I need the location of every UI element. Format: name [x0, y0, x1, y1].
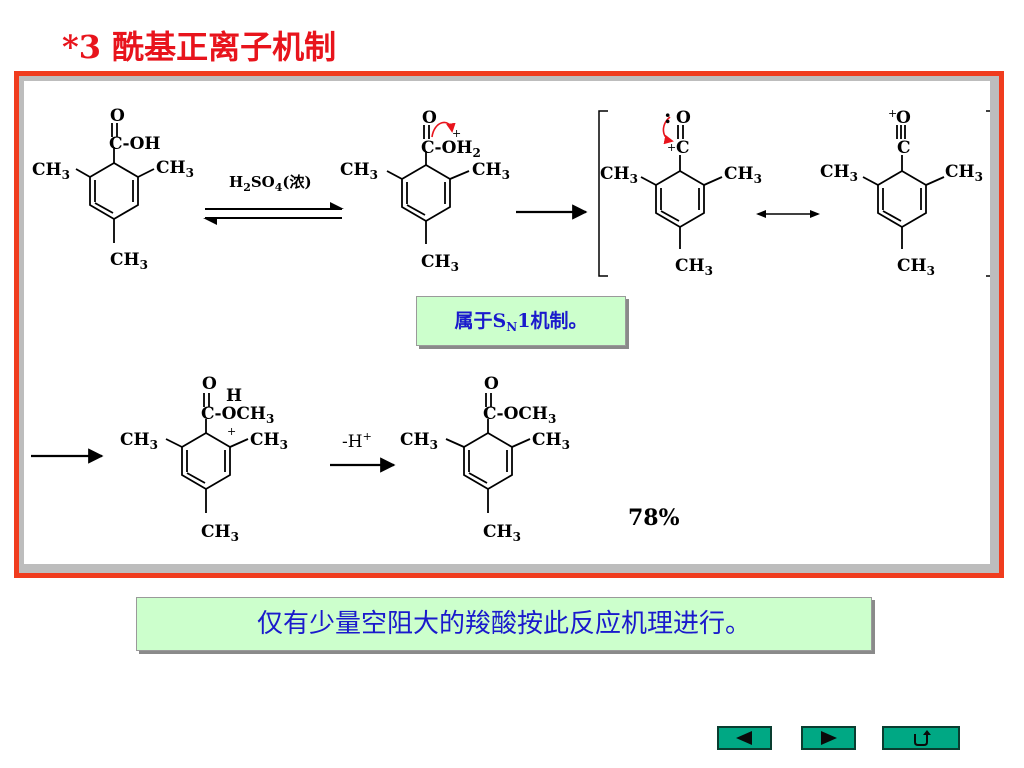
svg-text:O: O [422, 108, 437, 128]
svg-text:CH3: CH3 [400, 430, 438, 452]
yield-label: 78% [628, 505, 680, 531]
svg-text:CH3: CH3 [110, 250, 148, 272]
resonance-bracket [598, 110, 990, 277]
compound-acylium-b: + O C CH3 CH3 CH3 [820, 107, 983, 278]
compound-protonated-ester: O H C-OCH3 + CH3 CH3 CH3 [120, 374, 288, 544]
previous-slide-button[interactable] [717, 726, 772, 750]
svg-text:CH3: CH3 [675, 256, 713, 278]
compound-acylium-a: : O + C CH3 CH3 CH3 [600, 104, 762, 278]
svg-text:H2SO4(浓): H2SO4(浓) [229, 173, 312, 194]
deprotonation-arrow: -H+ [330, 430, 396, 473]
next-slide-button[interactable] [801, 726, 856, 750]
svg-text:C-OH: C-OH [109, 134, 160, 154]
svg-text:O: O [202, 374, 217, 394]
svg-text:CH3: CH3 [472, 160, 510, 182]
svg-text:CH3: CH3 [532, 430, 570, 452]
svg-text:CH3: CH3 [820, 162, 858, 184]
svg-text:O: O [110, 106, 125, 126]
svg-text:CH3: CH3 [250, 430, 288, 452]
svg-text:+: + [667, 141, 676, 154]
svg-text:CH3: CH3 [945, 162, 983, 184]
svg-text:+: + [888, 107, 897, 120]
compound-methyl-ester: O C-OCH3 CH3 CH3 CH3 [400, 374, 570, 544]
svg-text:CH3: CH3 [600, 164, 638, 186]
svg-text:O: O [676, 108, 691, 128]
triangle-left-icon [736, 731, 752, 745]
svg-text:-H+: -H+ [342, 430, 372, 452]
compound-protonated-acid: O + C-OH2 CH3 CH3 CH3 [340, 108, 510, 274]
u-turn-arrow-icon [914, 730, 931, 746]
svg-text:CH3: CH3 [724, 164, 762, 186]
svg-text:CH3: CH3 [483, 522, 521, 544]
svg-text:CH3: CH3 [201, 522, 239, 544]
svg-text:+: + [452, 127, 461, 140]
svg-text:CH3: CH3 [897, 256, 935, 278]
svg-text:CH3: CH3 [156, 158, 194, 180]
svg-text:C-OCH3: C-OCH3 [483, 404, 556, 426]
resonance-arrow [756, 210, 820, 218]
return-button[interactable] [882, 726, 960, 750]
triangle-right-icon [821, 731, 837, 745]
svg-text:O: O [484, 374, 499, 394]
compound-mesitoic-acid: O C-OH CH3 CH3 CH3 [32, 106, 194, 272]
svg-text:CH3: CH3 [340, 160, 378, 182]
svg-text:CH3: CH3 [32, 160, 70, 182]
equilibrium-arrows: H2SO4(浓) [203, 173, 344, 225]
mechanism-type-note: 属于SN1机制。 [416, 296, 626, 346]
svg-text:C-OH2: C-OH2 [421, 138, 481, 160]
svg-text:C: C [676, 138, 690, 158]
reaction-scheme-svg: O C-OH CH3 CH3 CH3 H2SO4(浓) [31, 104, 990, 544]
reaction-scheme-frame: O C-OH CH3 CH3 CH3 H2SO4(浓) [14, 71, 1004, 578]
svg-text:CH3: CH3 [120, 430, 158, 452]
svg-text:+: + [227, 425, 236, 438]
svg-text::: : [664, 104, 671, 128]
svg-text:O: O [896, 108, 911, 128]
scope-note: 仅有少量空阻大的羧酸按此反应机理进行。 [136, 597, 872, 651]
svg-text:CH3: CH3 [421, 252, 459, 274]
svg-text:C-OCH3: C-OCH3 [201, 404, 274, 426]
slide-title: *3 酰基正离子机制 [62, 28, 337, 66]
svg-text:C: C [897, 138, 911, 158]
svg-text:H: H [226, 386, 242, 406]
